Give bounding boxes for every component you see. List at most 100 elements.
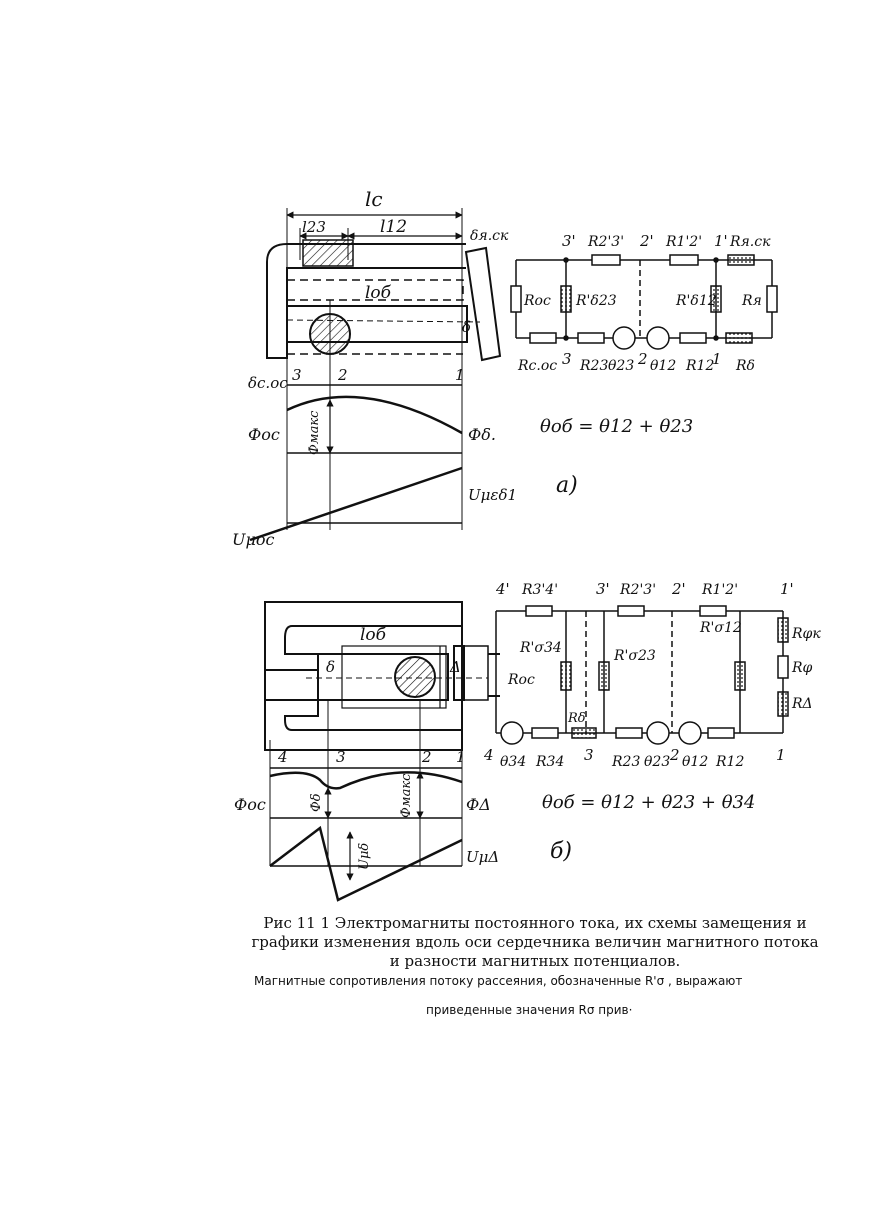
res-rdelta-b: Rδ bbox=[567, 711, 586, 726]
res-rs34-b: R'σ34 bbox=[519, 640, 562, 656]
res-r12-a: R12 bbox=[685, 358, 714, 374]
flux-curve-b bbox=[269, 771, 463, 790]
label-delta-a: δ bbox=[462, 318, 471, 336]
label-lc: lc bbox=[365, 187, 383, 211]
section-4-b: 4 bbox=[277, 748, 288, 766]
circuit-b bbox=[495, 605, 789, 745]
node-1-a: 1 bbox=[712, 350, 722, 368]
theta-12-b: θ12 bbox=[682, 754, 708, 770]
res-r23p-b: R2'3' bbox=[619, 582, 656, 598]
res-rfk-b: Rφк bbox=[791, 626, 821, 642]
res-r12-b: R12 bbox=[715, 754, 744, 770]
potential-line-a bbox=[249, 466, 463, 542]
label-phi-oc-a: Фос bbox=[248, 425, 280, 444]
res-rd-a: Rδ bbox=[735, 358, 755, 374]
note-line-1: Магнитные сопротивления потоку рассеяния… bbox=[254, 974, 743, 988]
winding-a bbox=[286, 279, 464, 301]
label-u-mu-delta-a: Uμεδ1 bbox=[468, 486, 517, 504]
magnet-a bbox=[266, 208, 502, 530]
section-2-a: 2 bbox=[337, 366, 348, 384]
theta-12-a: θ12 bbox=[650, 358, 676, 374]
node-2p-a: 2' bbox=[639, 232, 654, 250]
note-line-2: приведенные значения Rσ прив· bbox=[426, 1003, 633, 1017]
section-3-a: 3 bbox=[292, 366, 302, 384]
label-lob-a: lоб bbox=[365, 283, 392, 303]
res-r12p-b: R1'2' bbox=[701, 582, 738, 598]
panel-label-b: б) bbox=[550, 839, 572, 864]
graphs-a bbox=[249, 384, 463, 542]
label-l23: l23 bbox=[302, 218, 326, 236]
res-rs23-b: R'σ23 bbox=[613, 648, 656, 664]
theta-23-a: θ23 bbox=[608, 358, 634, 374]
res-r34p-b: R3'4' bbox=[521, 582, 558, 598]
section-1-a: 1 bbox=[455, 366, 465, 384]
label-phi-maks-a: Фмакс bbox=[307, 410, 322, 455]
label-l12: l12 bbox=[380, 217, 407, 237]
caption-line-2: графики изменения вдоль оси сердечника в… bbox=[251, 933, 819, 951]
res-rya-a: Rя bbox=[741, 293, 762, 309]
res-roc-b: Roc bbox=[507, 672, 535, 688]
res-rcoc-a: Rс.ос bbox=[517, 358, 557, 374]
node-3p-a: 3' bbox=[562, 232, 576, 250]
label-phi-maks-b: Фмакс bbox=[399, 773, 414, 818]
node-2p-b: 2' bbox=[671, 580, 686, 598]
res-roc-a: Roc bbox=[523, 293, 551, 309]
label-u-mu-Delta-b: UμΔ bbox=[466, 848, 499, 866]
panel-label-a: а) bbox=[556, 473, 578, 498]
label-phi-oc-b: Фос bbox=[234, 795, 266, 814]
figure-caption: Рис 11 1 Электромагниты постоянного тока… bbox=[240, 914, 830, 971]
label-lob-b: lоб bbox=[360, 625, 387, 645]
node-1p-a: 1' bbox=[714, 232, 728, 250]
res-rf-b: Rφ bbox=[791, 660, 813, 676]
node-3p-b: 3' bbox=[596, 580, 610, 598]
res-r23-b: R23 bbox=[611, 754, 640, 770]
potential-line-b bbox=[269, 825, 463, 902]
caption-line-3: и разности магнитных потенциалов. bbox=[389, 952, 681, 970]
core-b bbox=[317, 653, 449, 701]
node-4-b: 4 bbox=[483, 746, 494, 764]
frame-a bbox=[266, 243, 466, 359]
node-2-a: 2 bbox=[637, 350, 648, 368]
res-rya-sk-a: Rя.ск bbox=[729, 234, 771, 250]
node-3-b: 3 bbox=[584, 746, 594, 764]
res-r23-a: R23 bbox=[579, 358, 608, 374]
theta-23-b: θ23 bbox=[644, 754, 670, 770]
frame-b bbox=[264, 601, 463, 751]
label-delta-b: δ bbox=[326, 658, 335, 676]
equation-b: θоб = θ12 + θ23 + θ34 bbox=[542, 792, 755, 813]
magnet-b bbox=[264, 601, 500, 866]
node-1-b: 1 bbox=[776, 746, 786, 764]
res-rs12-b: R'σ12 bbox=[699, 620, 742, 636]
res-r34-b: R34 bbox=[535, 754, 564, 770]
node-1p-b: 1' bbox=[780, 580, 794, 598]
theta-34-b: θ34 bbox=[500, 754, 526, 770]
res-rd23-a: R'δ23 bbox=[575, 293, 617, 309]
label-delta-ya-sk: δя.ск bbox=[470, 228, 509, 244]
node-4p-b: 4' bbox=[495, 580, 510, 598]
label-phi-delta-b: Фδ bbox=[309, 793, 324, 812]
res-r23p-a: R2'3' bbox=[587, 234, 624, 250]
node-3-a: 3 bbox=[562, 350, 572, 368]
winding-b bbox=[341, 645, 447, 709]
label-u-mu-oc-a: Uμос bbox=[232, 530, 275, 549]
label-Delta-b: Δ bbox=[449, 658, 461, 676]
section-3-b: 3 bbox=[336, 748, 346, 766]
equation-a: θоб = θ12 + θ23 bbox=[540, 416, 693, 437]
armature-a bbox=[464, 246, 502, 362]
circuit-a bbox=[510, 254, 778, 350]
res-r12p-a: R1'2' bbox=[665, 234, 702, 250]
label-delta-c-oc: δс.ос bbox=[248, 374, 288, 392]
caption-line-1: Рис 11 1 Электромагниты постоянного тока… bbox=[263, 914, 807, 932]
label-phi-delta-a: Фδ. bbox=[468, 425, 496, 444]
graphs-b bbox=[269, 767, 463, 902]
section-1-b: 1 bbox=[456, 748, 466, 766]
flux-curve-a bbox=[286, 395, 463, 435]
res-rd12-a: R'δ12 bbox=[675, 293, 717, 309]
label-phi-Delta-b: ФΔ bbox=[466, 795, 491, 814]
section-2-b: 2 bbox=[421, 748, 432, 766]
res-rDelta-b: RΔ bbox=[791, 696, 813, 712]
core-a bbox=[286, 305, 468, 343]
label-u-mu-delta-b: Uμδ bbox=[357, 843, 372, 870]
conductor-b bbox=[394, 656, 436, 698]
